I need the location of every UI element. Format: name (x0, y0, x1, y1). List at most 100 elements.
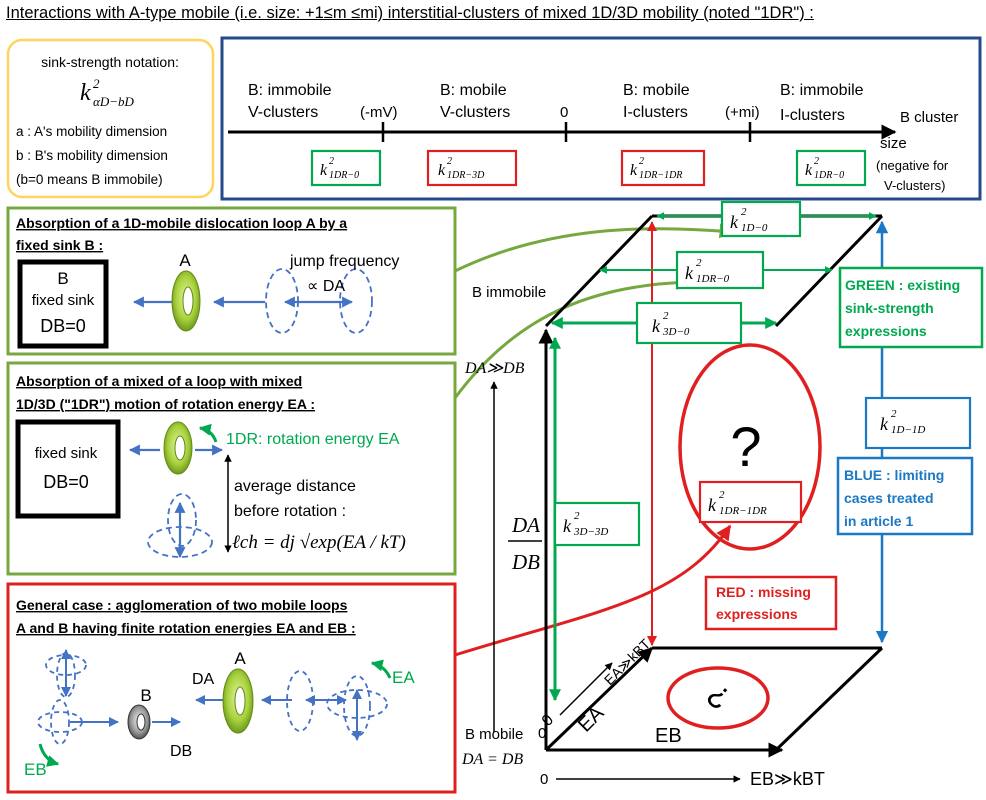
axis-region3-line2: I-clusters (623, 104, 688, 121)
panel1-jump-line1: jump frequency (289, 253, 399, 270)
panel1-loop-a: A (179, 251, 191, 270)
panel3-b: B (140, 686, 151, 705)
svg-text:k: k (685, 263, 694, 283)
loop-position-ghost (339, 268, 373, 334)
cube-eb-zero: 0 (540, 771, 548, 788)
panel2-dist-line2: before rotation : (234, 503, 346, 520)
cube-ratio-den: DB (511, 550, 540, 574)
notation-symbol: k 2 αD−bD (80, 76, 134, 109)
axis-region1-line2: V-clusters (248, 104, 318, 121)
panel2-rotation-energy: 1DR: rotation energy EA (226, 431, 400, 448)
size-axis-box: B: immobile V-clusters (-mV) B: mobile V… (220, 36, 982, 201)
axis-zero: 0 (560, 104, 568, 121)
svg-text:2: 2 (447, 156, 452, 167)
axis-end-line4: V-clusters) (884, 178, 945, 193)
panel2-heading-line1: Absorption of a mixed of a loop with mix… (16, 373, 302, 389)
svg-text:k: k (80, 80, 91, 106)
notation-box: sink-strength notation: k 2 αD−bD a : A'… (6, 38, 215, 199)
axis-label-1dr-0-left: k2 1DR−0 (310, 149, 382, 187)
svg-text:3D−0: 3D−0 (662, 326, 690, 338)
bottom-question-mark: ? (700, 678, 737, 717)
cube-da-eq-db: DA = DB (461, 751, 523, 768)
svg-text:αD−bD: αD−bD (93, 94, 134, 109)
fixed-sink-box (15, 419, 121, 519)
panel2-heading-line2: 1D/3D ("1DR") motion of rotation energy … (16, 396, 315, 412)
panel1-jump-line2: ∝ DA (307, 278, 345, 295)
panel-general-case: General case : agglomeration of two mobi… (6, 582, 457, 794)
legend-green: GREEN : existing sink-strength expressio… (838, 266, 984, 349)
panel3-eb: EB (24, 760, 47, 779)
svg-text:1D−0: 1D−0 (741, 222, 768, 234)
rotating-loop-icon (163, 421, 193, 475)
cube-eb: EB (655, 725, 682, 747)
panel1-sink-db: DB=0 (40, 316, 86, 336)
cube-ratio-num: DA (511, 513, 540, 537)
cube-eb-gg: EB≫kBT (750, 769, 825, 789)
svg-text:1DR−0: 1DR−0 (814, 170, 844, 181)
panel3-heading-line2: A and B having finite rotation energies … (16, 620, 356, 636)
panel2-sink-label: fixed sink (35, 445, 98, 462)
mobility-cube: ? ? B immobile B mobile DA≫DB DA = DB DA… (461, 200, 972, 789)
axis-end-line1: B cluster (900, 109, 958, 126)
svg-text:k: k (652, 316, 661, 336)
panel3-db: DB (170, 743, 192, 760)
notation-b: b : B's mobility dimension (16, 148, 168, 163)
svg-text:k: k (320, 162, 328, 179)
cube-ea-gg: EA≫kBT (601, 635, 654, 688)
svg-text:2: 2 (639, 156, 644, 167)
svg-text:RED : missing: RED : missing (716, 584, 811, 600)
svg-text:BLUE : limiting: BLUE : limiting (844, 467, 944, 483)
connector-panel3 (454, 524, 732, 657)
axis-mv: (-mV) (360, 104, 398, 121)
legend-red: RED : missing expressions (704, 575, 838, 631)
svg-text:k: k (880, 414, 889, 434)
panel-1d-absorption: Absorption of a 1D-mobile dislocation lo… (6, 206, 457, 356)
cube-origin: 0 (538, 725, 546, 742)
axis-label-1dr-3d: k2 1DR−3D (426, 149, 518, 187)
panel2-formula: ℓch = dj √exp(EA / kT) (232, 532, 406, 553)
svg-text:k: k (630, 162, 638, 179)
missing-region-ellipse (678, 343, 822, 551)
bottom-face-ellipse (666, 666, 770, 730)
cube-b-immobile: B immobile (472, 284, 546, 301)
loop-a-icon (222, 668, 254, 734)
cube-b-mobile: B mobile (465, 726, 523, 743)
notation-label: sink-strength notation: (41, 54, 179, 70)
connector-panel1 (454, 223, 735, 273)
svg-text:1D−1D: 1D−1D (891, 424, 925, 436)
panel1-sink-b: B (57, 269, 68, 288)
svg-text:k: k (708, 495, 717, 515)
svg-text:1DR−1DR: 1DR−1DR (719, 505, 767, 517)
svg-text:GREEN : existing: GREEN : existing (845, 277, 960, 293)
page-title: Interactions with A-type mobile (i.e. si… (6, 4, 814, 22)
panel1-heading-line1: Absorption of a 1D-mobile dislocation lo… (16, 215, 347, 231)
panel3-heading-line1: General case : agglomeration of two mobi… (16, 597, 348, 613)
axis-mi: (+mi) (725, 104, 760, 121)
rotation-arrow-icon (198, 423, 218, 443)
question-mark: ? (730, 415, 761, 478)
cube-da-gg-db: DA≫DB (464, 360, 525, 377)
svg-text:2: 2 (329, 156, 334, 167)
svg-text:expressions: expressions (716, 606, 798, 622)
axis-region4-line2: I-clusters (780, 107, 845, 124)
svg-text:1DR−0: 1DR−0 (696, 273, 730, 285)
loop-b-icon (127, 704, 151, 740)
notation-a: a : A's mobility dimension (16, 124, 167, 139)
svg-text:cases treated: cases treated (844, 490, 934, 506)
axis-region2-line1: B: mobile (440, 82, 507, 99)
axis-region4-line1: B: immobile (780, 82, 864, 99)
panel2-dist-line1: average distance (234, 478, 356, 495)
svg-text:k: k (730, 212, 739, 232)
panel3-ea: EA (392, 668, 415, 687)
svg-text:2: 2 (663, 310, 669, 322)
svg-text:2: 2 (93, 76, 100, 91)
loop-a-icon (171, 270, 201, 332)
panel2-sink-db: DB=0 (43, 472, 89, 492)
